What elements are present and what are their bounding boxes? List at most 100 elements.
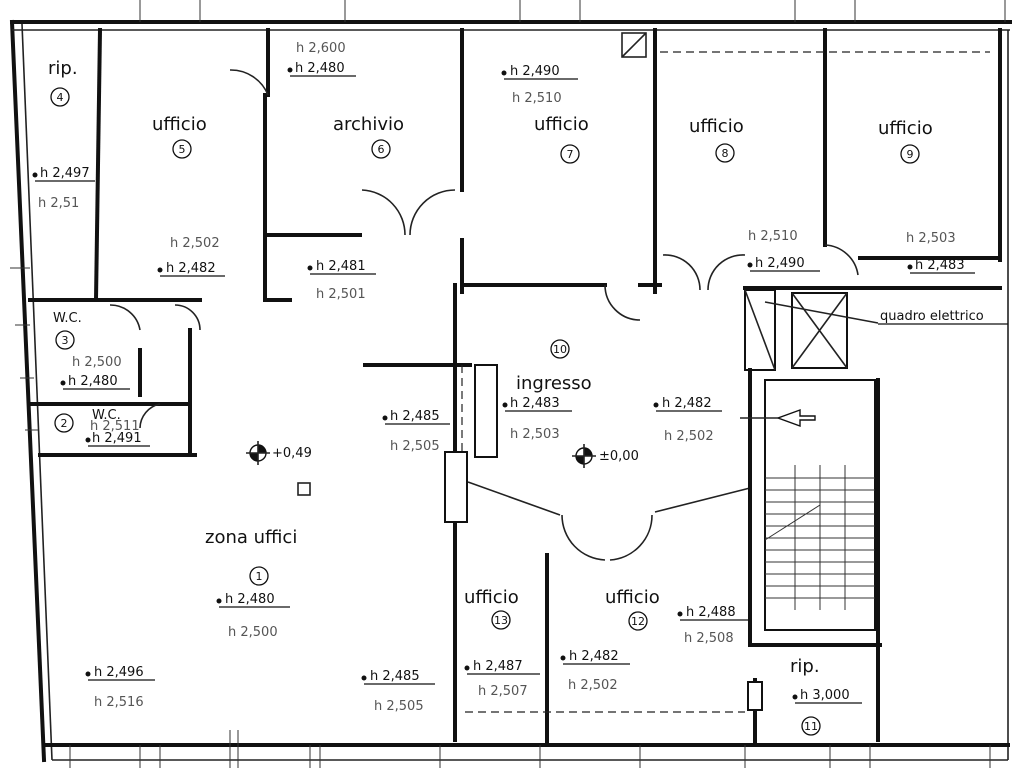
svg-text:h 3,000: h 3,000 <box>800 688 850 703</box>
svg-text:h 2,502: h 2,502 <box>170 236 220 251</box>
room-number: 6 <box>378 143 385 156</box>
height-label: h 2,485 h 2,505 <box>382 409 450 454</box>
room-label: ingresso <box>516 373 592 394</box>
room-label: ufficio <box>464 587 519 608</box>
room-number: 2 <box>61 417 68 430</box>
height-label: h 2,490 h 2,510 <box>501 64 578 106</box>
room-label: ufficio <box>605 587 660 608</box>
room-label: ufficio <box>689 116 744 137</box>
height-label: h 2,502 h 2,482 <box>157 236 225 277</box>
room-2: W.C. 2 <box>54 408 121 433</box>
svg-text:h 2,511: h 2,511 <box>90 419 140 434</box>
height-label: h 2,485 h 2,505 <box>361 669 435 714</box>
svg-text:h 2,485: h 2,485 <box>390 409 440 424</box>
height-label: h 2,488 h 2,508 <box>677 605 748 646</box>
svg-text:h 2,491: h 2,491 <box>92 431 142 446</box>
room-number: 12 <box>631 615 645 628</box>
svg-text:h 2,482: h 2,482 <box>166 261 216 276</box>
room-9: ufficio 9 <box>878 118 933 164</box>
room-number: 1 <box>256 570 263 583</box>
room-label: archivio <box>333 114 404 135</box>
room-number: 9 <box>907 148 914 161</box>
svg-text:h 2,501: h 2,501 <box>316 287 366 302</box>
svg-text:h 2,480: h 2,480 <box>68 374 118 389</box>
svg-text:h 2,496: h 2,496 <box>94 665 144 680</box>
room-label: ufficio <box>878 118 933 139</box>
height-label: h 2,503 h 2,483 <box>906 231 975 274</box>
svg-text:h 2,502: h 2,502 <box>568 678 618 693</box>
room-8: ufficio 8 <box>689 116 744 163</box>
room-number: 5 <box>179 143 186 156</box>
room-6: archivio 6 <box>333 114 404 159</box>
level-value: +0,49 <box>272 446 312 461</box>
callout-label: quadro elettrico <box>880 309 984 324</box>
svg-text:h 2,485: h 2,485 <box>370 669 420 684</box>
svg-text:h 2,600: h 2,600 <box>296 41 346 56</box>
level-marker-ingresso: ±0,00 <box>572 444 639 468</box>
height-label: h 2,483 h 2,503 <box>502 396 572 442</box>
height-label: h 2,511 h 2,491 <box>85 419 150 447</box>
level-target-icon <box>572 444 596 468</box>
room-13: ufficio 13 <box>464 587 519 630</box>
height-label: h 2,600 h 2,480 <box>287 41 356 77</box>
svg-text:h 2,516: h 2,516 <box>94 695 144 710</box>
room-number: 7 <box>567 148 574 161</box>
height-label: h 3,000 <box>792 688 862 704</box>
level-target-icon <box>246 441 270 465</box>
room-number: 3 <box>62 334 69 347</box>
doors <box>109 69 859 561</box>
room-4: rip. 4 <box>48 58 78 107</box>
room-label: zona uffici <box>205 527 297 548</box>
room-label: rip. <box>48 58 78 79</box>
svg-text:h 2,503: h 2,503 <box>510 427 560 442</box>
electrical-panel-callout: quadro elettrico <box>764 301 1008 325</box>
height-label: h 2,481 h 2,501 <box>307 259 376 302</box>
room-3: W.C. 3 <box>53 311 82 350</box>
svg-text:h 2,51: h 2,51 <box>38 196 79 211</box>
room-label: ufficio <box>152 114 207 135</box>
svg-text:h 2,505: h 2,505 <box>374 699 424 714</box>
room-number: 8 <box>722 147 729 160</box>
height-label: h 2,500 h 2,480 <box>60 355 130 390</box>
height-label: h 2,487 h 2,507 <box>464 659 540 699</box>
svg-text:h 2,508: h 2,508 <box>684 631 734 646</box>
room-1: zona uffici 1 <box>205 527 297 586</box>
svg-text:h 2,500: h 2,500 <box>72 355 122 370</box>
svg-text:h 2,480: h 2,480 <box>295 61 345 76</box>
room-labels: rip. 4 ufficio 5 archivio 6 ufficio 7 uf… <box>48 58 933 736</box>
height-label: h 2,496 h 2,516 <box>85 665 155 710</box>
svg-text:h 2,505: h 2,505 <box>390 439 440 454</box>
svg-text:h 2,490: h 2,490 <box>755 256 805 271</box>
room-number: 4 <box>57 91 64 104</box>
height-label: h 2,497 h 2,51 <box>32 166 95 211</box>
walls <box>9 0 1012 768</box>
svg-text:h 2,510: h 2,510 <box>512 91 562 106</box>
room-number: 10 <box>553 343 567 356</box>
room-label: ufficio <box>534 114 589 135</box>
room-12: ufficio 12 <box>605 587 660 631</box>
room-label: W.C. <box>53 311 82 326</box>
svg-text:h 2,507: h 2,507 <box>478 684 528 699</box>
svg-text:h 2,502: h 2,502 <box>664 429 714 444</box>
room-10: 10 ingresso <box>516 339 592 394</box>
room-label: rip. <box>790 656 820 677</box>
room-number: 13 <box>494 614 508 627</box>
room-7: ufficio 7 <box>534 114 589 164</box>
svg-text:h 2,480: h 2,480 <box>225 592 275 607</box>
height-label: h 2,482 h 2,502 <box>653 396 722 444</box>
stair-arrow-icon <box>740 409 816 427</box>
svg-text:h 2,488: h 2,488 <box>686 605 736 620</box>
room-11: rip. 11 <box>790 656 821 736</box>
svg-text:h 2,483: h 2,483 <box>510 396 560 411</box>
svg-text:h 2,487: h 2,487 <box>473 659 523 674</box>
svg-text:h 2,510: h 2,510 <box>748 229 798 244</box>
svg-text:h 2,481: h 2,481 <box>316 259 366 274</box>
svg-text:h 2,483: h 2,483 <box>915 258 965 273</box>
level-markers: +0,49 ±0,00 <box>246 441 639 468</box>
height-label: h 2,510 h 2,490 <box>747 229 820 272</box>
level-value: ±0,00 <box>599 449 639 464</box>
svg-text:h 2,497: h 2,497 <box>40 166 90 181</box>
svg-text:h 2,490: h 2,490 <box>510 64 560 79</box>
room-5: ufficio 5 <box>152 114 207 159</box>
